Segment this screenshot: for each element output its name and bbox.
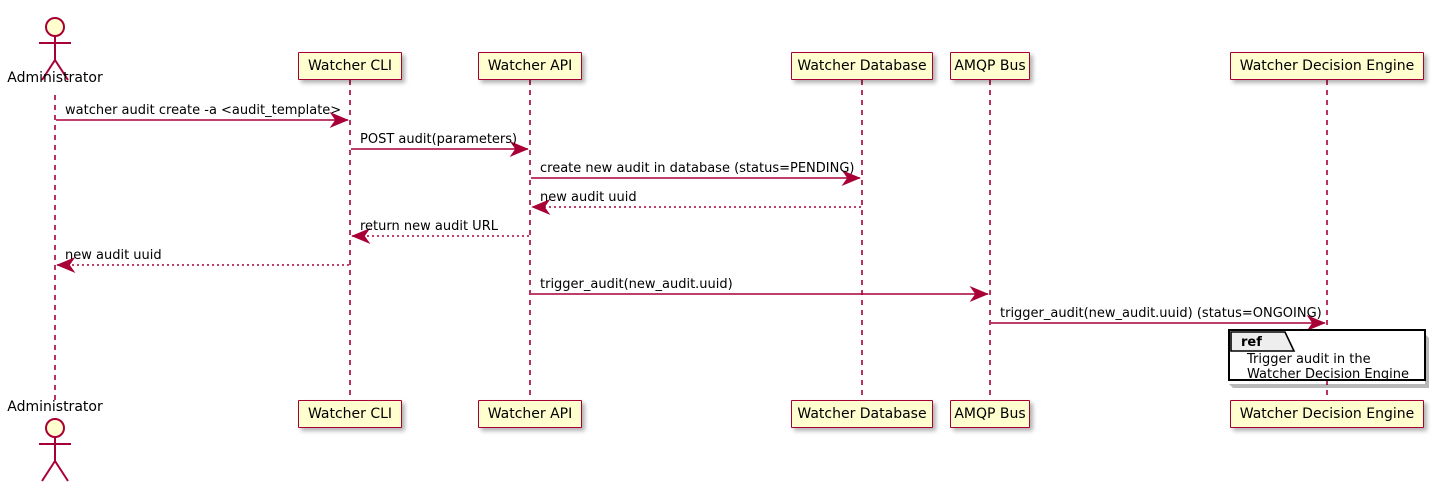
message-label-msg-3: create new audit in database (status=PEN… (540, 161, 855, 176)
message-label-msg-6: new audit uuid (65, 248, 162, 263)
participant-box-watcher-decision-engine[interactable]: Watcher Decision Engine (1229, 52, 1425, 80)
ref-fragment-line: Watcher Decision Engine (1247, 367, 1409, 382)
actor-figure-administrator (39, 17, 71, 81)
ref-fragment-line: Trigger audit in the (1247, 352, 1371, 367)
participant-box-watcher-database[interactable]: Watcher Database (791, 400, 933, 428)
participant-box-watcher-api[interactable]: Watcher API (478, 400, 582, 428)
message-label-msg-4: new audit uuid (540, 190, 637, 205)
message-label-msg-2: POST audit(parameters) (360, 132, 518, 147)
actor-glyphs-group (39, 17, 71, 482)
lifelines-group (54, 80, 1328, 400)
participant-box-watcher-database[interactable]: Watcher Database (791, 52, 933, 80)
participant-box-watcher-decision-engine[interactable]: Watcher Decision Engine (1229, 400, 1425, 428)
participant-label-administrator: Administrator (7, 70, 103, 86)
message-label-msg-7: trigger_audit(new_audit.uuid) (540, 277, 733, 292)
message-arrows-group (56, 112, 1326, 331)
participant-box-watcher-api[interactable]: Watcher API (478, 52, 582, 80)
ref-fragment-tab (1230, 331, 1296, 352)
ref-fragment-keyword: ref (1241, 335, 1262, 350)
participant-box-watcher-cli[interactable]: Watcher CLI (298, 400, 402, 428)
participant-box-amqp-bus[interactable]: AMQP Bus (949, 52, 1031, 80)
participant-label-administrator: Administrator (7, 399, 103, 415)
message-label-msg-1: watcher audit create -a <audit_template> (65, 103, 342, 118)
ref-fragment-shape (1228, 329, 1429, 388)
participant-box-watcher-cli[interactable]: Watcher CLI (298, 52, 402, 80)
actor-figure-administrator (39, 418, 71, 482)
participant-box-amqp-bus[interactable]: AMQP Bus (949, 400, 1031, 428)
message-label-msg-8: trigger_audit(new_audit.uuid) (status=ON… (1000, 306, 1322, 321)
message-label-msg-5: return new audit URL (360, 219, 498, 234)
